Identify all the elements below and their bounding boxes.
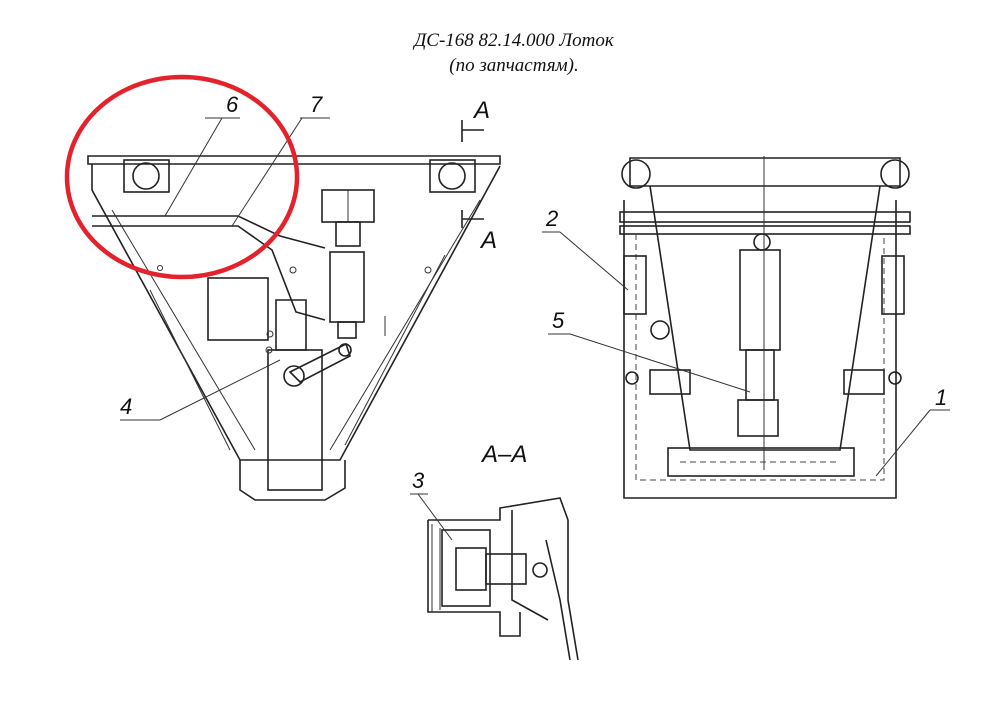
callout-6: 6: [226, 92, 239, 117]
callout-7: 7: [310, 92, 323, 117]
callout-4: 4: [120, 394, 132, 419]
section-marker: A A: [461, 97, 497, 254]
highlight-circle: [64, 74, 300, 280]
front-view: [87, 155, 501, 501]
side-view: [619, 156, 911, 499]
section-title: A–A: [480, 441, 527, 468]
section-mark-bottom: A: [479, 227, 497, 254]
drawing-title: ДС-168 82.14.000 Лоток: [414, 30, 614, 51]
callout-2: 2: [545, 206, 558, 231]
callout-3: 3: [412, 468, 425, 493]
section-view: [427, 497, 579, 661]
section-mark-top: A: [472, 97, 490, 124]
drawing-subtitle: (по запчастям).: [449, 55, 579, 76]
callout-1: 1: [935, 385, 947, 410]
callout-5: 5: [552, 308, 565, 333]
